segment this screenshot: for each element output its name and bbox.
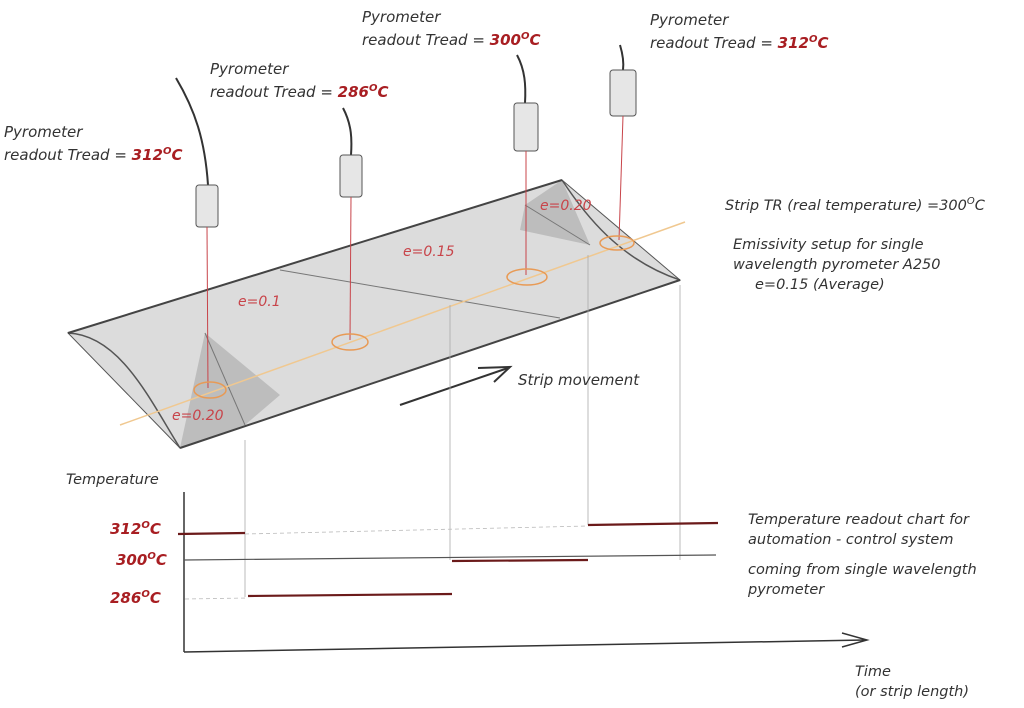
emissivity-setup-note: Emissivity setup for single wavelength p… xyxy=(733,237,941,293)
chart-x-label: Time (or strip length) xyxy=(855,664,970,700)
baseline-300 xyxy=(183,554,717,561)
pyrometer-cable-3 xyxy=(516,54,527,104)
pyrometer-icon-2 xyxy=(339,154,363,198)
measurement-spot-4 xyxy=(599,235,635,251)
chart-y-label: Temperature xyxy=(66,472,159,488)
measurement-spot-3 xyxy=(506,268,548,286)
pyrometer-label-1: Pyrometer readout Tread = 312OC xyxy=(4,123,183,164)
pyrometer-label-2: Pyrometer readout Tread = 286OC xyxy=(210,60,389,101)
strip-movement-label: Strip movement xyxy=(518,371,640,389)
tick-312: 312OC xyxy=(110,520,161,538)
emissivity-label-4: e=0.20 xyxy=(540,198,592,214)
pyrometer-icon-4 xyxy=(609,69,637,117)
tick-300: 300OC xyxy=(116,551,167,569)
measurement-spot-2 xyxy=(331,333,369,351)
strip-left-curl xyxy=(67,332,181,449)
pyrometer-cable-1 xyxy=(175,77,209,186)
chart-x-axis xyxy=(183,639,866,653)
emissivity-label-1: e=0.20 xyxy=(172,408,224,424)
arrow-head-icon xyxy=(477,365,513,383)
strip-real-temperature: Strip TR (real temperature) =300OC xyxy=(725,196,985,214)
strip-right-curl xyxy=(561,179,681,281)
zone-boundary-2 xyxy=(279,269,561,319)
chart-description: Temperature readout chart for automation… xyxy=(748,512,977,598)
pyrometer-cable-2 xyxy=(342,107,353,156)
zone-boundary-3 xyxy=(524,204,591,246)
tick-286: 286OC xyxy=(110,589,161,607)
pyrometer-cable-4 xyxy=(619,44,625,71)
laser-beam-2 xyxy=(349,196,352,341)
pyrometer-icon-1 xyxy=(195,184,219,228)
readout-step-line xyxy=(177,521,719,598)
projection-lines xyxy=(244,255,681,597)
x-axis-arrow-icon xyxy=(841,632,870,648)
emissivity-label-3: e=0.15 xyxy=(403,244,455,260)
pyrometer-label-4: Pyrometer readout Tread = 312OC xyxy=(650,11,829,52)
pyrometer-icon-3 xyxy=(513,102,539,152)
measurement-spot-1 xyxy=(193,381,227,399)
strip-zone-right xyxy=(520,180,590,245)
pyrometer-label-3: Pyrometer readout Tread = 300OC xyxy=(362,8,541,49)
zone-boundary-1 xyxy=(204,332,246,426)
strip-front-edge xyxy=(179,279,681,449)
emissivity-label-2: e=0.1 xyxy=(238,294,281,310)
laser-beam-1 xyxy=(206,226,209,389)
chart-reference-lines xyxy=(184,525,589,600)
strip-centerline xyxy=(119,221,686,426)
strip-movement-arrow xyxy=(399,367,509,406)
laser-beam-4 xyxy=(618,115,624,241)
strip-back-edge xyxy=(67,179,563,334)
